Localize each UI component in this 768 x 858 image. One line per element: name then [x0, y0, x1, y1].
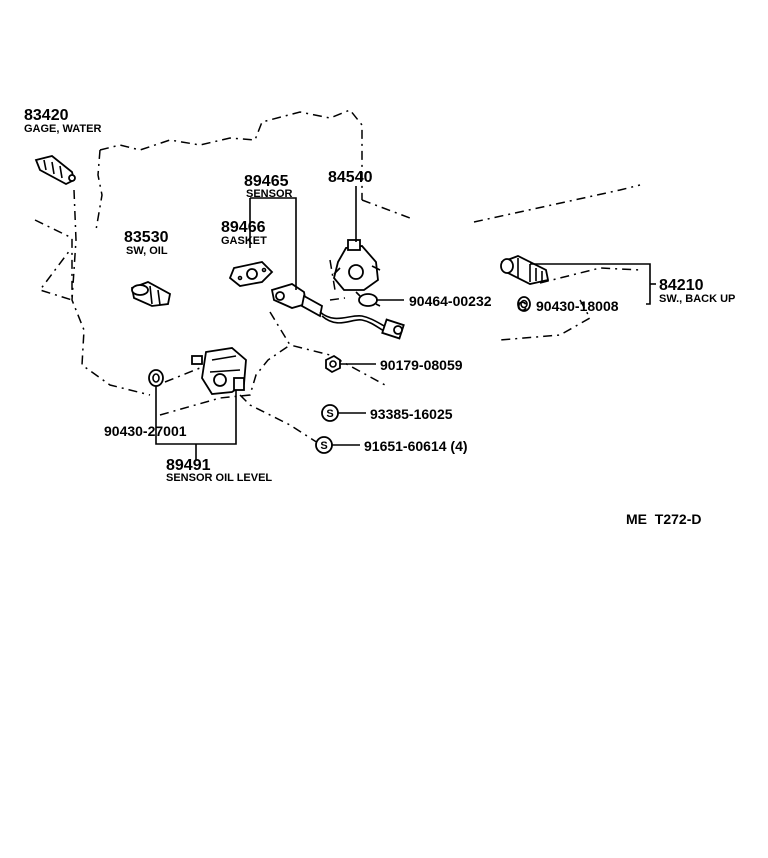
part-name-sensor-oil-level: SENSOR OIL LEVEL	[166, 472, 272, 484]
callout-90179-08059: 90179-08059	[380, 357, 463, 373]
part-name-sensor: SENSOR	[246, 188, 293, 200]
c-symbol: C	[517, 298, 527, 314]
callout-90464-00232: 90464-00232	[409, 293, 492, 309]
part-number-84540: 84540	[328, 169, 373, 186]
part-number-89491: 89491	[166, 457, 211, 474]
part-name-sw-oil: SW, OIL	[126, 245, 168, 257]
speed-sensor-part	[270, 283, 405, 340]
part-name-sw-back-up: SW., BACK UP	[659, 293, 735, 305]
part-number-83420: 83420	[24, 107, 69, 124]
s-symbol-letter: S	[326, 408, 333, 420]
part-name-gage-water: GAGE, WATER	[24, 123, 101, 135]
s-symbol-letter: S	[320, 440, 327, 452]
callout-93385-16025: 93385-16025	[370, 406, 453, 422]
clip-part	[355, 291, 381, 307]
labels: 83420 GAGE, WATER 83530 SW, OIL 89465 SE…	[24, 107, 735, 527]
gasket-ring-18008	[517, 296, 531, 312]
callout-90430-18008: 90430-18008	[536, 298, 619, 314]
gasket-ring-27001	[148, 369, 164, 387]
leader-lines	[155, 186, 656, 460]
backup-switch-part	[500, 255, 550, 285]
s-symbol-93385: S	[321, 404, 339, 422]
water-gage-part	[34, 155, 76, 186]
gasket-part	[228, 261, 274, 287]
oil-level-sensor-part	[191, 347, 247, 395]
callout-91651-60614: 91651-60614 (4)	[364, 438, 468, 454]
oil-switch-part	[130, 281, 172, 307]
drawing-code: ME T272-D	[626, 511, 701, 527]
part-number-89466: 89466	[221, 219, 266, 236]
s-symbol-91651: S	[315, 436, 333, 454]
nut-part	[325, 354, 341, 374]
drive-unit-part	[333, 239, 381, 291]
engine-outline	[34, 109, 641, 444]
part-name-gasket: GASKET	[221, 235, 267, 247]
part-number-83530: 83530	[124, 229, 169, 246]
part-number-89465: 89465	[244, 173, 289, 190]
part-number-84210: 84210	[659, 277, 704, 294]
callout-90430-27001: 90430-27001	[104, 423, 187, 439]
